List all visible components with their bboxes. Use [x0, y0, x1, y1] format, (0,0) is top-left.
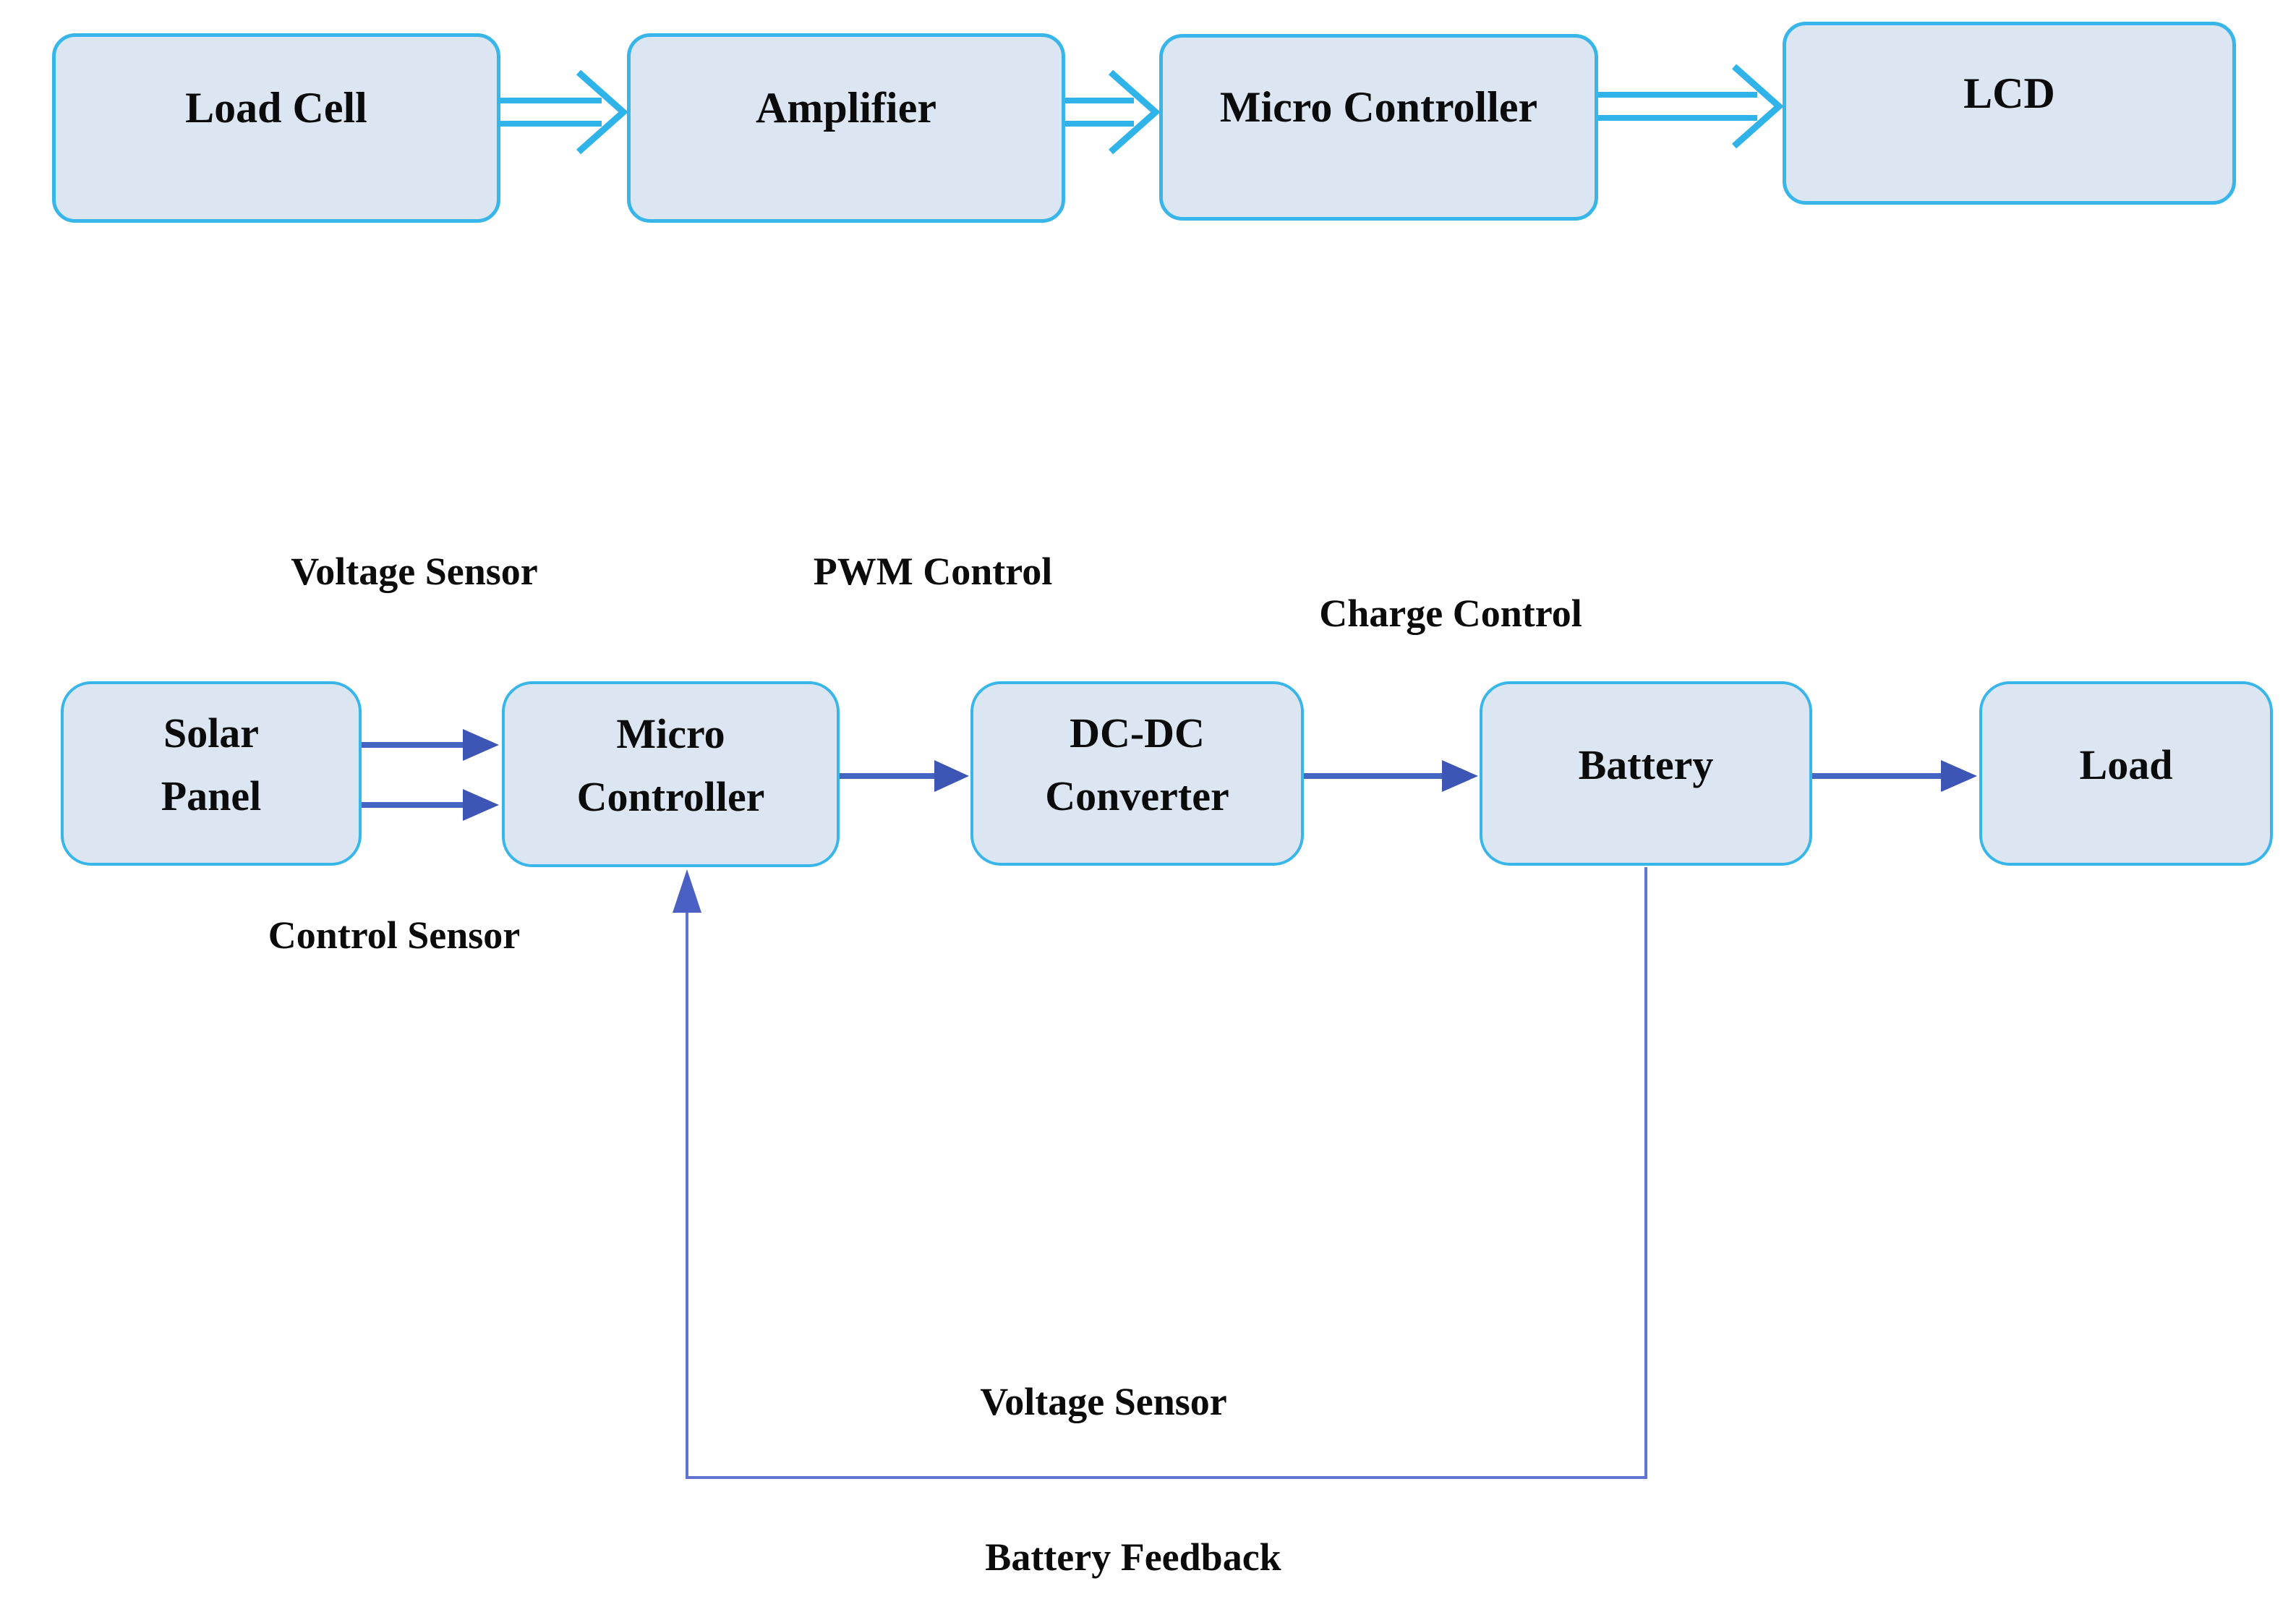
arrow-solarpanel-to-micro-upper — [362, 729, 499, 761]
box-micro-controller-top: Micro Controller — [1159, 34, 1598, 221]
box-load: Load — [1979, 681, 2273, 866]
label-battery-feedback: Battery Feedback — [985, 1535, 1281, 1579]
box-micro-controller-bottom-line1: Micro — [616, 710, 725, 757]
box-micro-controller-bottom: Micro Controller — [502, 681, 840, 867]
box-micro-controller-top-label: Micro Controller — [1219, 83, 1538, 131]
box-load-line1: Load — [2079, 741, 2173, 788]
box-lcd: LCD — [1783, 22, 2236, 205]
box-dc-dc-converter: DC-DC Converter — [970, 681, 1304, 866]
box-battery: Battery — [1480, 681, 1812, 866]
label-voltage-sensor-2: Voltage Sensor — [980, 1380, 1227, 1423]
box-dc-dc-converter-line2: Converter — [1045, 772, 1229, 819]
arrow-loadcell-to-amplifier — [500, 69, 628, 155]
box-solar-panel-line1: Solar — [163, 709, 260, 756]
box-load-cell-label: Load Cell — [185, 84, 367, 132]
arrow-solarpanel-to-micro-lower — [362, 789, 499, 821]
arrow-amplifier-to-microcontroller — [1065, 69, 1161, 155]
box-amplifier: Amplifier — [627, 33, 1065, 223]
feedback-battery-to-micro — [673, 867, 1647, 1479]
label-voltage-sensor-1: Voltage Sensor — [291, 550, 538, 593]
arrow-battery-to-load — [1812, 760, 1977, 792]
box-dc-dc-converter-line1: DC-DC — [1070, 709, 1205, 756]
arrow-microcontroller-to-lcd — [1598, 64, 1784, 149]
arrow-micro-to-dcdc — [840, 760, 969, 792]
box-amplifier-label: Amplifier — [756, 84, 936, 132]
box-battery-line1: Battery — [1578, 741, 1714, 788]
arrow-dcdc-to-battery — [1304, 760, 1478, 792]
label-charge-control: Charge Control — [1319, 592, 1582, 635]
label-control-sensor: Control Sensor — [268, 913, 521, 957]
box-lcd-label: LCD — [1963, 69, 2055, 117]
box-solar-panel: Solar Panel — [61, 681, 362, 866]
box-load-cell: Load Cell — [52, 33, 500, 223]
label-pwm-control: PWM Control — [813, 550, 1053, 593]
box-solar-panel-line2: Panel — [161, 772, 262, 819]
box-micro-controller-bottom-line2: Controller — [576, 773, 765, 820]
